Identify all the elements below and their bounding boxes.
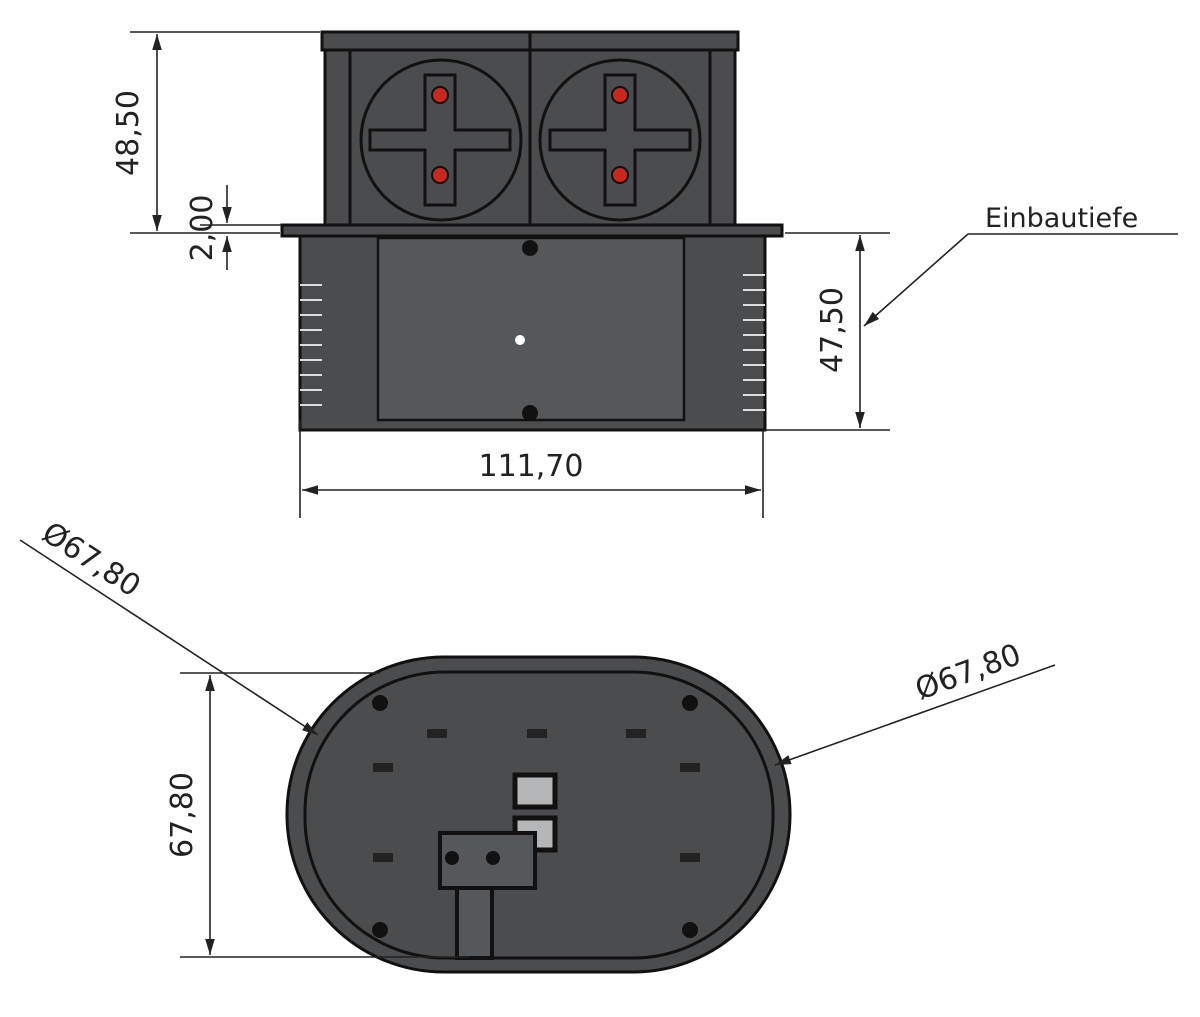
front-view: 48,50 2,00 47,50 Einbautiefe 111,70 [111,30,1178,518]
cable [455,886,494,960]
screw [682,695,698,711]
screw [522,240,538,256]
dimension-label: 67,80 [165,772,200,858]
dimension-label: Ø67,80 [36,515,147,604]
dimension-flange: 2,00 [185,185,282,270]
socket-pin [431,86,449,104]
slots [373,729,700,862]
screw [522,405,538,421]
screw [372,922,388,938]
dimension-label: 48,50 [111,90,146,176]
install-depth-label: Einbautiefe [985,203,1138,234]
socket-right [538,58,702,222]
flange [280,223,784,238]
socket-left [359,58,523,222]
socket-pin [611,86,629,104]
screw [372,695,388,711]
dimension-radius-left: Ø67,80 [19,515,319,736]
socket-pin [611,166,629,184]
dimension-install-depth: 47,50 Einbautiefe [765,203,1178,431]
socket-pin [431,166,449,184]
dimension-height: 67,80 [165,672,470,958]
dimension-width: 111,70 [299,420,764,518]
dimension-label: 111,70 [479,449,584,484]
dimension-radius-right: Ø67,80 [774,637,1056,766]
dimension-lid-height: 48,50 [111,31,320,234]
housing [298,234,767,432]
dimension-label: Ø67,80 [911,637,1026,707]
screw [682,922,698,938]
dimension-label: 2,00 [185,195,220,262]
square-opening [512,772,558,810]
dimension-label: 47,50 [815,287,850,373]
socket-lid [320,30,740,228]
bottom-view: Ø67,80 Ø67,80 67,80 [19,515,1056,974]
